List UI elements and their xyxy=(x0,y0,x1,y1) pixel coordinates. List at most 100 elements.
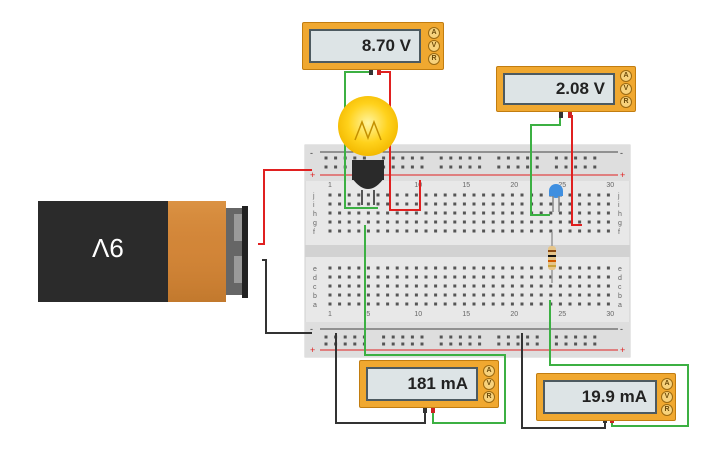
breadboard-hole xyxy=(554,335,558,339)
breadboard-hole xyxy=(491,266,495,270)
breadboard-hole xyxy=(587,193,591,197)
breadboard-hole xyxy=(482,302,486,306)
breadboard-hole xyxy=(357,284,361,288)
breadboard-hole xyxy=(443,284,447,288)
breadboard-hole xyxy=(593,165,597,169)
breadboard-hole xyxy=(453,229,457,233)
breadboard-hole xyxy=(434,266,438,270)
rail-minus-top-right: - xyxy=(620,148,623,158)
rail-minus-bottom-right: - xyxy=(620,324,623,334)
battery-9v[interactable] xyxy=(38,201,248,302)
breadboard-hole xyxy=(491,293,495,297)
breadboard-hole xyxy=(424,284,428,288)
breadboard-hole xyxy=(606,193,610,197)
breadboard-hole xyxy=(405,220,409,224)
rail-minus-bottom: - xyxy=(310,324,313,334)
breadboard-label: 5 xyxy=(366,311,370,318)
breadboard-hole xyxy=(449,335,453,339)
multimeter-led-voltage[interactable]: 2.08 V A V R xyxy=(496,66,636,112)
breadboard-hole xyxy=(472,220,476,224)
breadboard-hole xyxy=(482,220,486,224)
breadboard-hole xyxy=(564,156,568,160)
breadboard-hole xyxy=(434,284,438,288)
rail-plus-bottom: + xyxy=(310,345,315,355)
breadboard-hole xyxy=(539,302,543,306)
breadboard-hole xyxy=(472,211,476,215)
breadboard-hole xyxy=(414,284,418,288)
mode-a-button[interactable]: A xyxy=(428,27,440,39)
mode-r-button[interactable]: R xyxy=(661,404,673,416)
mode-v-button[interactable]: V xyxy=(620,83,632,95)
breadboard-holes xyxy=(324,156,610,346)
meter-display: 2.08 V xyxy=(503,73,615,105)
mode-v-button[interactable]: V xyxy=(661,391,673,403)
breadboard-hole xyxy=(606,220,610,224)
breadboard-hole xyxy=(462,293,466,297)
breadboard-hole xyxy=(395,266,399,270)
breadboard-hole xyxy=(357,275,361,279)
breadboard-hole xyxy=(362,156,366,160)
breadboard-hole xyxy=(516,165,520,169)
light-bulb[interactable] xyxy=(338,96,398,205)
led-blue[interactable] xyxy=(549,184,563,212)
breadboard-hole xyxy=(395,202,399,206)
wires-red[interactable] xyxy=(258,71,582,245)
breadboard-hole xyxy=(386,220,390,224)
breadboard-hole xyxy=(482,211,486,215)
breadboard-hole xyxy=(583,156,587,160)
wires-black[interactable] xyxy=(262,259,606,429)
breadboard-label: f xyxy=(313,229,315,236)
breadboard-hole xyxy=(516,156,520,160)
mode-r-button[interactable]: R xyxy=(483,391,495,403)
breadboard-hole xyxy=(472,275,476,279)
mode-r-button[interactable]: R xyxy=(620,96,632,108)
breadboard-hole xyxy=(366,266,370,270)
breadboard-hole xyxy=(597,202,601,206)
multimeter-led-current[interactable]: 19.9 mA A V R xyxy=(536,373,676,421)
breadboard-hole xyxy=(462,266,466,270)
breadboard-label: 25 xyxy=(558,182,566,189)
breadboard-hole xyxy=(578,193,582,197)
breadboard-hole xyxy=(554,156,558,160)
breadboard-hole xyxy=(334,165,338,169)
mode-r-button[interactable]: R xyxy=(428,53,440,65)
breadboard-column-labels: 115510101515202025253030 xyxy=(328,182,614,318)
mode-a-button[interactable]: A xyxy=(620,70,632,82)
wires-green[interactable] xyxy=(344,71,689,427)
mode-a-button[interactable]: A xyxy=(483,365,495,377)
breadboard-hole xyxy=(501,275,505,279)
breadboard-hole xyxy=(539,284,543,288)
breadboard-label: d xyxy=(618,275,622,282)
breadboard-hole xyxy=(510,193,514,197)
meter-reading: 8.70 V xyxy=(361,36,411,55)
multimeter-bulb-current[interactable]: 181 mA A V R xyxy=(359,360,499,408)
breadboard-hole xyxy=(376,229,380,233)
breadboard-hole xyxy=(338,284,342,288)
mode-v-button[interactable]: V xyxy=(428,40,440,52)
breadboard-hole xyxy=(520,302,524,306)
breadboard-hole xyxy=(328,229,332,233)
breadboard-label: 15 xyxy=(462,311,470,318)
mode-a-button[interactable]: A xyxy=(661,378,673,390)
breadboard-hole xyxy=(386,284,390,288)
breadboard-hole xyxy=(558,293,562,297)
resistor[interactable] xyxy=(548,232,556,283)
breadboard-hole xyxy=(554,342,558,346)
mode-v-button[interactable]: V xyxy=(483,378,495,390)
breadboard-hole xyxy=(347,275,351,279)
breadboard-hole xyxy=(443,293,447,297)
meter-display: 8.70 V xyxy=(309,29,421,63)
breadboard-hole xyxy=(328,211,332,215)
breadboard-hole xyxy=(578,266,582,270)
breadboard-hole xyxy=(506,165,510,169)
breadboard-hole xyxy=(597,211,601,215)
breadboard-hole xyxy=(468,165,472,169)
breadboard-hole xyxy=(568,229,572,233)
battery-label: 9V xyxy=(92,233,124,263)
breadboard-hole xyxy=(328,293,332,297)
multimeter-bulb-voltage[interactable]: 8.70 V A V R xyxy=(302,22,444,70)
breadboard-hole xyxy=(530,266,534,270)
breadboard-hole xyxy=(343,342,347,346)
breadboard-hole xyxy=(478,335,482,339)
breadboard-hole xyxy=(554,165,558,169)
